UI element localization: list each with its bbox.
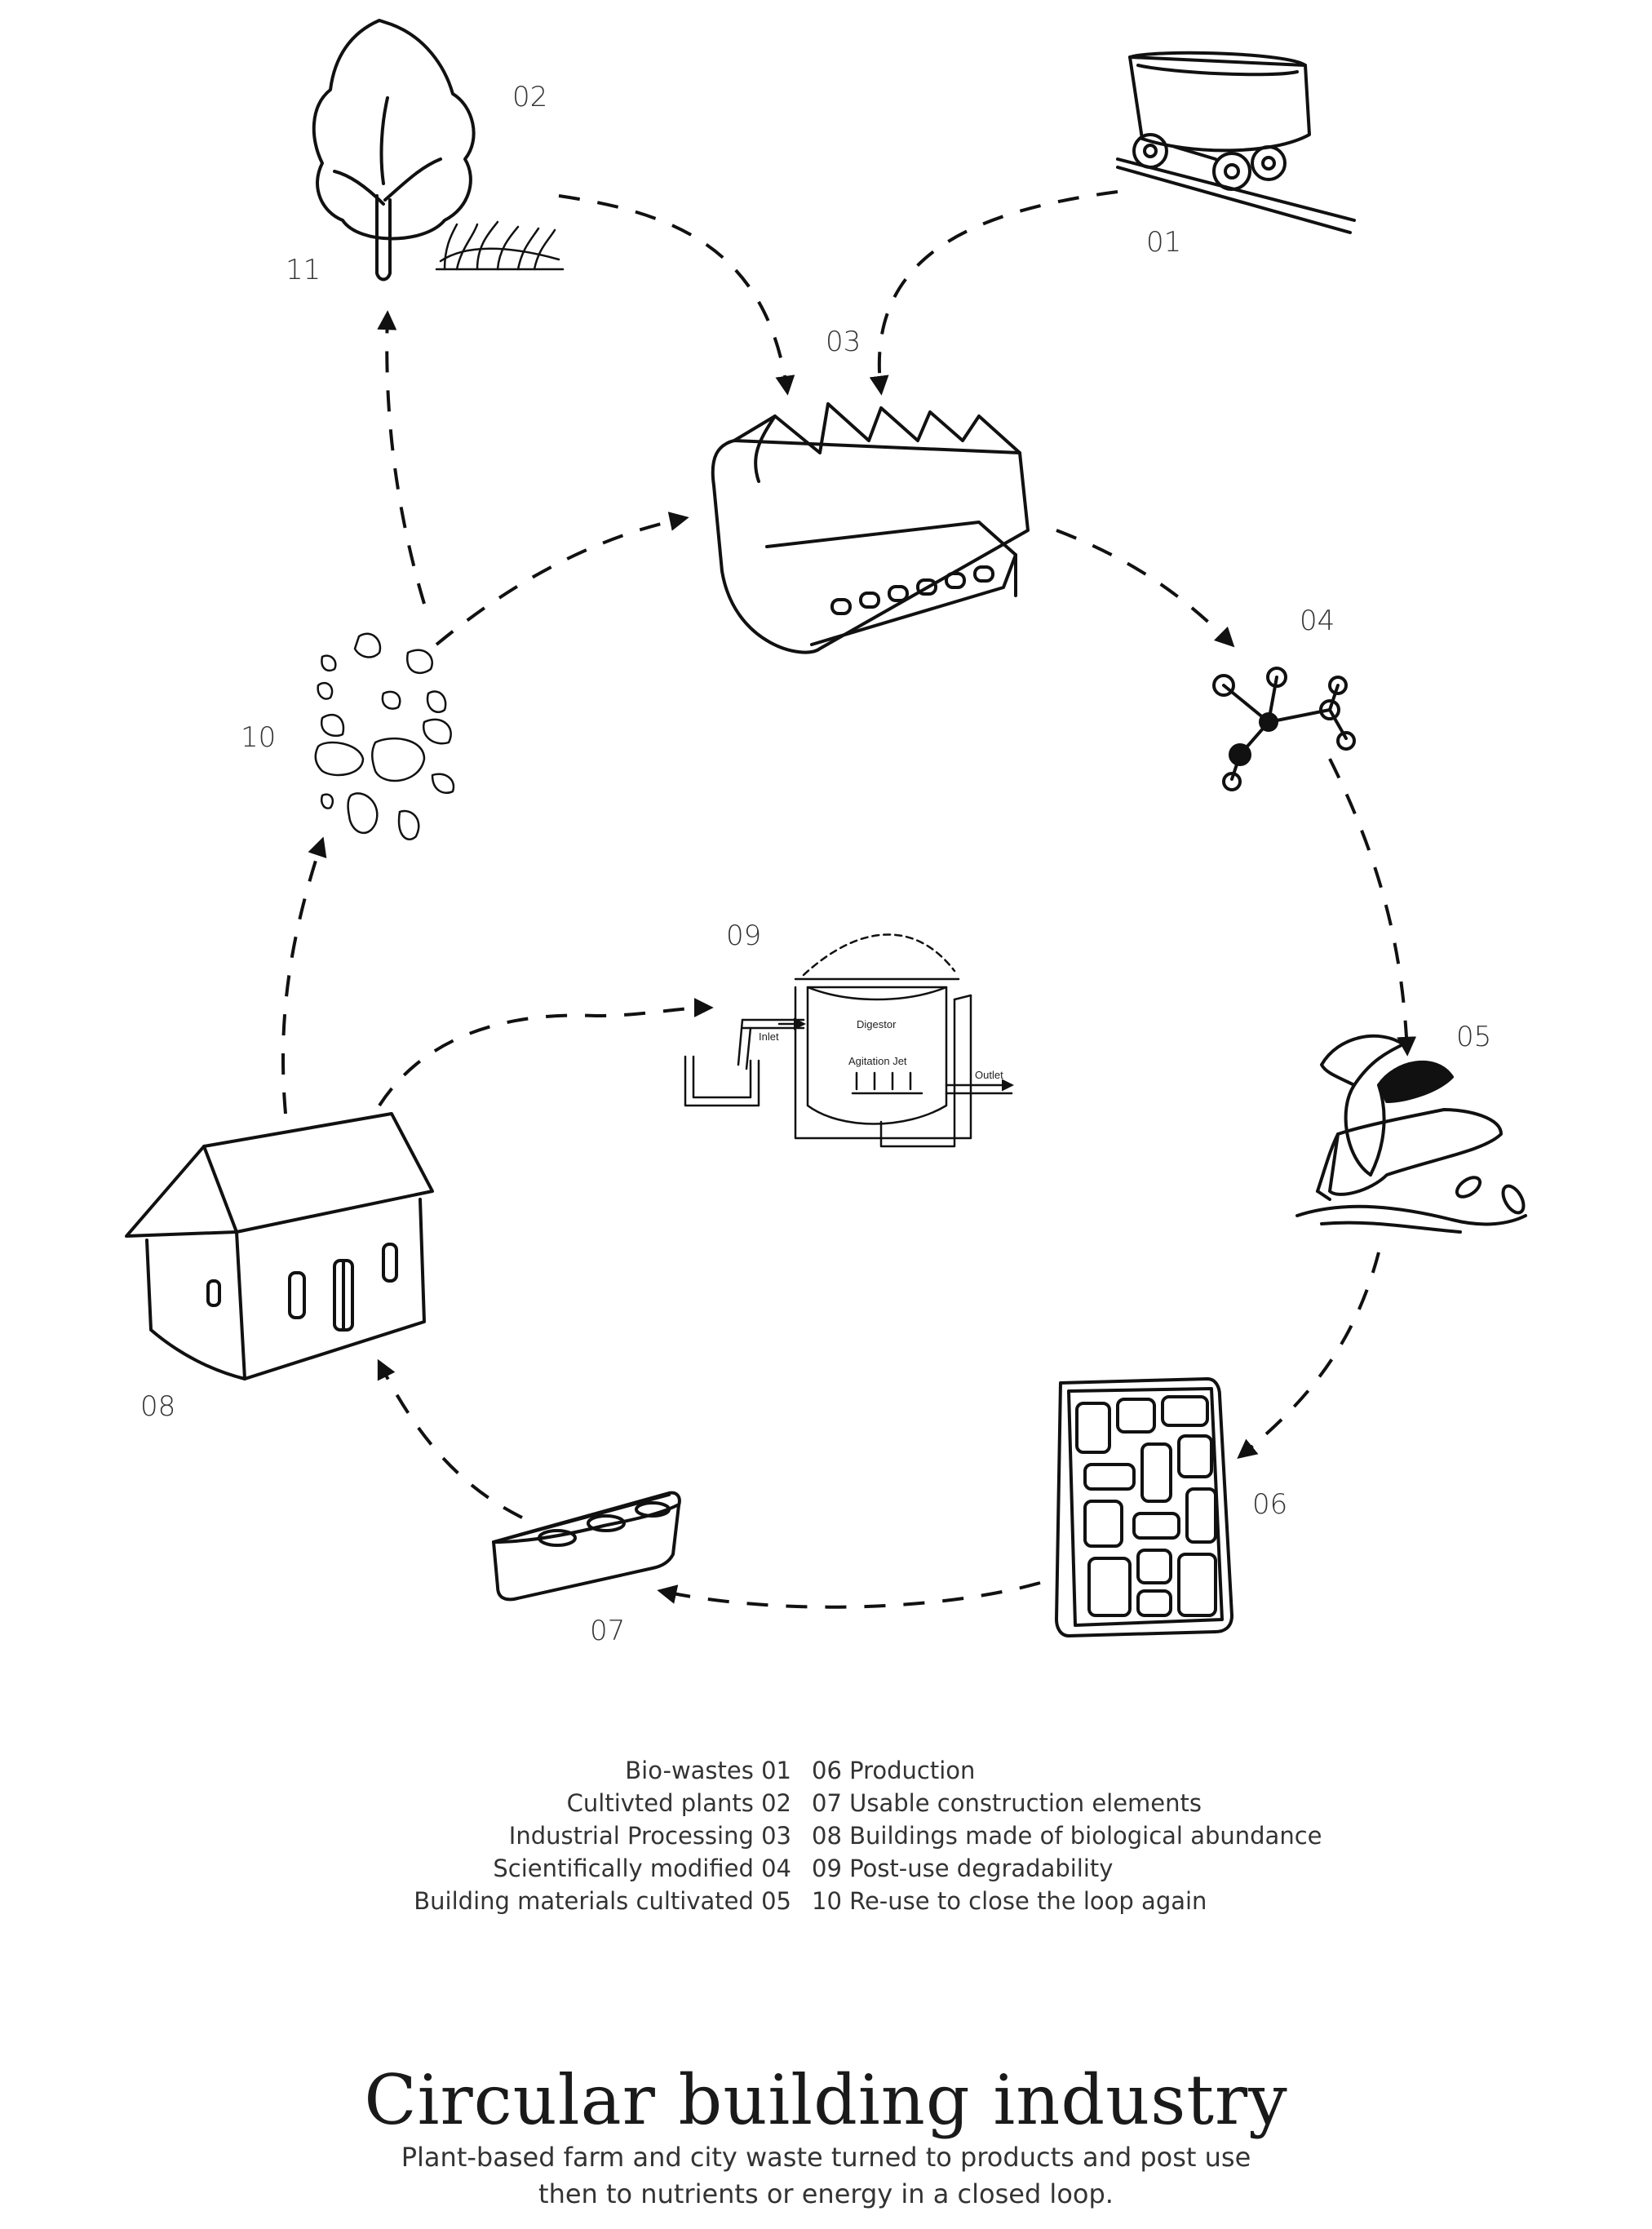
legend-item-03: Industrial Processing 03	[508, 1822, 791, 1850]
flow-04-to-05	[1328, 758, 1417, 1057]
flow-08-to-09	[378, 998, 714, 1107]
stage-number-09: 09	[726, 920, 761, 952]
stage-number-08: 08	[140, 1390, 175, 1423]
legend-item-09: 09 Post-use degradability	[812, 1855, 1114, 1882]
tree-icon	[312, 19, 476, 281]
debris-fragments-icon	[314, 632, 455, 840]
legend-item-05: Building materials cultivated 05	[414, 1887, 791, 1915]
stage-number-06: 06	[1252, 1488, 1287, 1521]
flow-10-to-03	[435, 512, 689, 646]
brick-icon	[492, 1491, 681, 1602]
flow-08-to-10	[281, 836, 327, 1114]
flow-10-to-11	[377, 310, 426, 605]
legend-item-06: 06 Production	[812, 1757, 976, 1784]
mycelium-panel-icon	[1055, 1377, 1233, 1637]
subtitle-line-1: Plant-based farm and city waste turned t…	[401, 2142, 1251, 2173]
house-icon	[125, 1112, 434, 1380]
legend-item-02: Cultivted plants 02	[566, 1789, 791, 1817]
legend-item-01: Bio-wastes 01	[625, 1757, 791, 1784]
flow-05-to-06	[1237, 1252, 1380, 1460]
subtitle-line-2: then to nutrients or energy in a closed …	[538, 2178, 1114, 2209]
flow-01-to-03	[869, 190, 1118, 396]
page-title: Circular building industry	[364, 2060, 1288, 2140]
legend-item-04: Scientifically modified 04	[493, 1855, 791, 1882]
stage-number-04: 04	[1300, 605, 1335, 637]
digester-outlet-label: Outlet	[975, 1069, 1003, 1081]
mine-cart-icon	[1116, 51, 1356, 234]
stage-number-03: 03	[826, 326, 861, 358]
digester-digestor-label: Digestor	[857, 1018, 897, 1030]
legend-right-column: 06 Production 07 Usable construction ele…	[812, 1754, 1322, 1917]
stage-number-10: 10	[241, 721, 276, 754]
flow-03-to-04	[1056, 529, 1235, 648]
legend-item-10: 10 Re-use to close the loop again	[812, 1887, 1207, 1915]
stage-number-07: 07	[590, 1615, 625, 1647]
flow-06-to-07	[657, 1581, 1041, 1609]
stage-number-05: 05	[1456, 1021, 1491, 1053]
digester-tank-icon	[684, 933, 1014, 1148]
stage-number-11: 11	[286, 254, 321, 286]
stage-number-01: 01	[1146, 226, 1181, 259]
molecule-icon	[1212, 667, 1356, 791]
legend-item-07: 07 Usable construction elements	[812, 1789, 1202, 1817]
digester-inlet-label: Inlet	[759, 1030, 779, 1043]
legend-left-column: Bio-wastes 01 Cultivted plants 02 Indust…	[414, 1754, 791, 1917]
grass-icon	[435, 220, 565, 271]
stage-number-02: 02	[512, 81, 547, 113]
page-subtitle: Plant-based farm and city waste turned t…	[0, 2139, 1652, 2213]
flow-07-to-08	[377, 1358, 523, 1519]
factory-icon	[711, 402, 1030, 654]
mushroom-icon	[1295, 1034, 1527, 1234]
digester-agitation-label: Agitation Jet	[848, 1055, 907, 1067]
legend-item-08: 08 Buildings made of biological abundanc…	[812, 1822, 1322, 1850]
flow-02-to-03	[558, 194, 795, 396]
